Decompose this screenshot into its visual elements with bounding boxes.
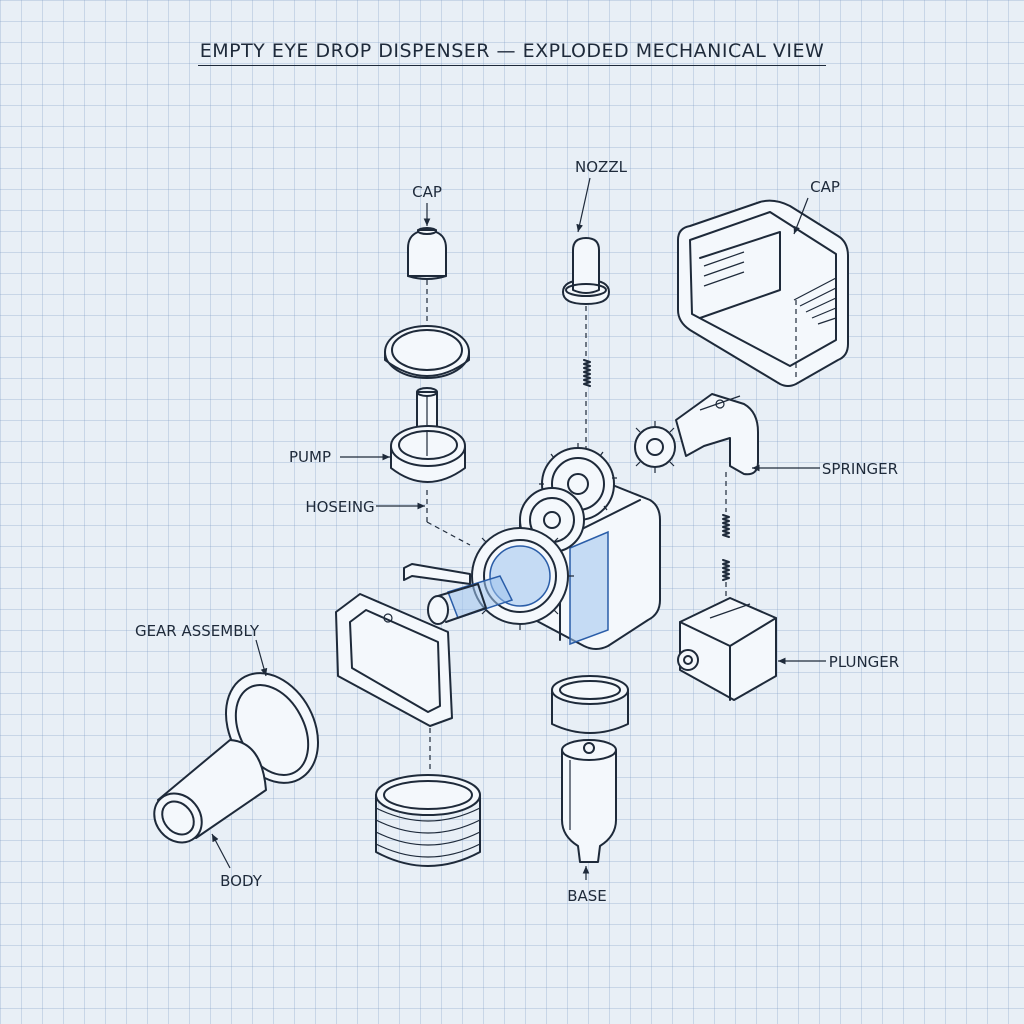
label-housing: HOSEING — [305, 498, 375, 516]
small-cap-part — [407, 227, 447, 280]
label-cap-left: CAP — [412, 183, 442, 201]
springer-spring-upper — [722, 514, 730, 538]
nozzle-spring — [583, 359, 591, 387]
plunger-part — [677, 597, 777, 701]
seal-ring-part — [384, 325, 470, 379]
pump-disc-part — [390, 425, 466, 483]
nozzle-part — [562, 237, 610, 305]
springer-spring-lower — [722, 559, 730, 581]
label-springer: SPRINGER — [821, 460, 899, 478]
label-base: BASE — [567, 887, 607, 905]
diagram-title: EMPTY EYE DROP DISPENSER — EXPLODED MECH… — [0, 40, 1024, 66]
collar-ring-part — [551, 675, 629, 734]
label-pump: PUMP — [288, 448, 332, 466]
label-gear-assembly: GEAR ASSEMBLY — [134, 622, 260, 640]
springer-arm-part — [634, 393, 759, 476]
body-cone-part — [153, 739, 267, 844]
label-nozzle: NOZZL — [575, 158, 627, 176]
gear-cluster — [466, 443, 617, 630]
frame-bracket-part — [335, 593, 453, 727]
threaded-ring-part — [375, 774, 481, 867]
label-body: BODY — [220, 872, 262, 890]
leader-lines — [211, 177, 826, 880]
large-cap-part — [677, 199, 849, 387]
diagram-title-text: EMPTY EYE DROP DISPENSER — EXPLODED MECH… — [197, 40, 827, 66]
base-tube-part — [561, 739, 617, 863]
label-cap-right: CAP — [810, 178, 840, 196]
label-plunger: PLUNGER — [828, 653, 900, 671]
shaft-part — [403, 563, 514, 625]
